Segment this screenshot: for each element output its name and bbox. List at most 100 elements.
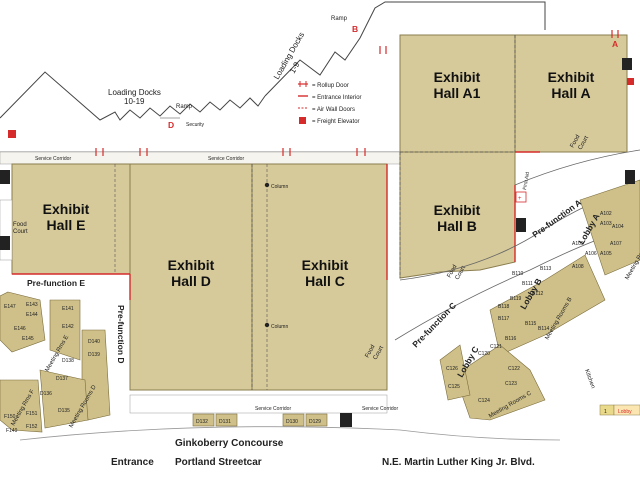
room-d132: D132 xyxy=(196,419,208,425)
legend-freight: = Freight Elevator xyxy=(312,119,360,125)
room-a102: A102 xyxy=(600,211,612,217)
room-f151: F151 xyxy=(26,411,38,417)
lobby-legend-text: Lobby xyxy=(618,409,632,415)
legend-entrance-interior: = Entrance Interior xyxy=(312,95,362,101)
room-c121: C121 xyxy=(490,344,502,350)
service-corridor-label-4: Service Corridor xyxy=(362,406,398,412)
room-d130-box xyxy=(282,413,305,427)
ramp-top-label: Ramp xyxy=(331,16,348,22)
exhibit-hall-e[interactable] xyxy=(11,163,131,275)
room-e141: E141 xyxy=(62,306,74,312)
room-d130: D130 xyxy=(286,419,298,425)
hall-b-label-1: Exhibit xyxy=(434,202,481,218)
hall-d-label-1: Exhibit xyxy=(168,257,215,273)
room-d137: D137 xyxy=(56,376,68,382)
room-b117: B117 xyxy=(498,316,510,322)
room-a103: A103 xyxy=(600,221,612,227)
room-b119: B119 xyxy=(510,296,522,302)
security-label: Security xyxy=(186,122,205,128)
room-e146: E146 xyxy=(14,326,26,332)
mlk-blvd-label: N.E. Martin Luther King Jr. Blvd. xyxy=(382,457,535,468)
room-b118: B118 xyxy=(498,304,510,310)
room-e144: E144 xyxy=(26,312,38,318)
entrance-interior-lines xyxy=(12,151,540,300)
room-e147: E147 xyxy=(4,304,16,310)
room-b115: B115 xyxy=(525,321,537,327)
freight-elevator-1 xyxy=(8,130,16,138)
svg-text:+: + xyxy=(518,196,522,202)
entrance-label: Entrance xyxy=(111,457,154,468)
portland-streetcar-label: Portland Streetcar xyxy=(175,457,262,468)
first-aid-label: First Aid xyxy=(522,171,531,190)
legend-rollup: = Rollup Door xyxy=(312,83,349,89)
service-corridor-label-2: Service Corridor xyxy=(208,156,244,162)
exhibit-hall-c[interactable] xyxy=(251,163,388,391)
room-a105: A105 xyxy=(600,251,612,257)
room-f150: F150 xyxy=(4,414,16,420)
room-d131: D131 xyxy=(219,419,231,425)
hall-a1-label-2: Hall A1 xyxy=(434,85,481,101)
marker-d: D xyxy=(168,120,174,130)
marker-b: B xyxy=(352,24,358,34)
exhibit-hall-a[interactable] xyxy=(514,34,628,153)
room-b110: B110 xyxy=(512,271,524,277)
room-d140: D140 xyxy=(88,339,100,345)
ramp-mid-label: Ramp xyxy=(176,104,193,110)
column-label-1: Column xyxy=(271,184,288,190)
hall-a-label-1: Exhibit xyxy=(548,69,595,85)
hall-e-label-1: Exhibit xyxy=(43,201,90,217)
ginkoberry-concourse: Ginkoberry Concourse xyxy=(175,438,284,449)
room-b114: B114 xyxy=(538,326,550,332)
column-marker-2 xyxy=(264,322,270,328)
room-e145: E145 xyxy=(22,336,34,342)
lobby-legend-badge xyxy=(613,404,640,416)
room-a108: A108 xyxy=(572,264,584,270)
marker-a: A xyxy=(612,39,618,49)
room-d132-box xyxy=(192,413,215,427)
room-d129: D129 xyxy=(309,419,321,425)
room-c120: C120 xyxy=(478,351,490,357)
service-corridor-label-3: Service Corridor xyxy=(255,406,291,412)
restroom-icon xyxy=(0,58,635,427)
room-c123: C123 xyxy=(505,381,517,387)
room-b116: B116 xyxy=(505,336,517,342)
legend: = Rollup Door = Entrance Interior = Air … xyxy=(298,81,362,125)
rollup-doors xyxy=(95,30,619,156)
level-badge xyxy=(599,404,615,416)
meeting-rooms-right xyxy=(439,179,640,421)
room-c125: C125 xyxy=(448,384,460,390)
hall-b-label-2: Hall B xyxy=(437,218,477,234)
room-f149: F149 xyxy=(6,428,18,434)
hall-c-label-2: Hall C xyxy=(305,273,345,289)
room-d139: D139 xyxy=(88,352,100,358)
room-f152: F152 xyxy=(26,424,38,430)
room-b111: B111 xyxy=(522,281,533,287)
room-a104: A104 xyxy=(612,224,624,230)
food-court-e-area xyxy=(0,199,13,261)
room-b113: B113 xyxy=(540,266,552,272)
room-a106: A106 xyxy=(585,251,597,257)
room-c124: C124 xyxy=(478,398,490,404)
service-corridor-label-1: Service Corridor xyxy=(35,156,71,162)
column-marker-1 xyxy=(264,182,270,188)
room-a109: A109 xyxy=(572,241,584,247)
hall-a1-label-1: Exhibit xyxy=(434,69,481,85)
hall-d-label-2: Hall D xyxy=(171,273,211,289)
column-label-2: Column xyxy=(271,324,288,330)
freight-elevator-2 xyxy=(627,78,634,85)
room-d135: D135 xyxy=(58,408,70,414)
hall-c-label-1: Exhibit xyxy=(302,257,349,273)
food-court-e-2: Court xyxy=(13,229,28,235)
room-c122: C122 xyxy=(508,366,520,372)
prefunction-e-label: Pre-function E xyxy=(27,278,85,288)
loading-docks-10-19-number: 10-19 xyxy=(124,97,145,106)
first-aid-icon: + xyxy=(515,191,527,203)
prefunction-d-label: Pre-function D xyxy=(116,305,126,364)
room-d138: D138 xyxy=(62,358,74,364)
hall-e-label-2: Hall E xyxy=(47,217,86,233)
room-e143: E143 xyxy=(26,302,38,308)
loading-docks-10-19-label: Loading Docks xyxy=(108,88,161,97)
food-court-e-1: Food xyxy=(13,222,27,228)
room-e142: E142 xyxy=(62,324,74,330)
